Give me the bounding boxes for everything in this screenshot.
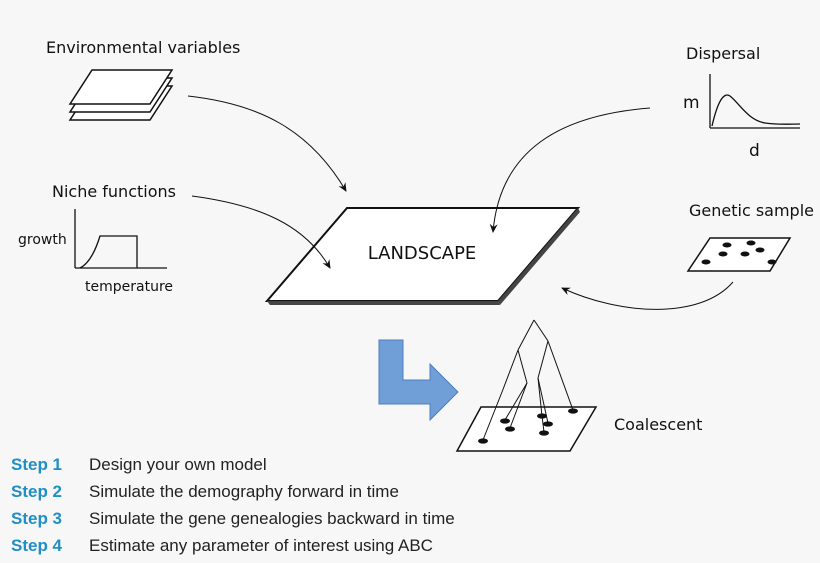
step-description: Simulate the gene genealogies backward i… bbox=[89, 508, 455, 528]
coalescent-plane bbox=[455, 406, 598, 452]
step-number: Step 2 bbox=[11, 481, 63, 501]
genetic-arrow bbox=[561, 281, 734, 310]
m-label: m bbox=[683, 93, 700, 113]
step-row-3: Step 3 Simulate the gene genealogies bac… bbox=[11, 505, 455, 532]
landscape-plane bbox=[264, 207, 581, 305]
landscape-label: LANDSCAPE bbox=[368, 243, 477, 264]
genetic-sample-plane bbox=[686, 237, 792, 272]
step-number: Step 4 bbox=[11, 535, 63, 555]
step-row-1: Step 1 Design your own model bbox=[11, 451, 455, 478]
coalescent-label: Coalescent bbox=[614, 415, 702, 434]
temperature-label: temperature bbox=[85, 279, 173, 295]
step-number: Step 3 bbox=[11, 508, 63, 528]
niche-arrow bbox=[191, 195, 331, 269]
step-description: Simulate the demography forward in time bbox=[89, 481, 399, 501]
step-row-2: Step 2 Simulate the demography forward i… bbox=[11, 478, 455, 505]
dispersal-plot bbox=[709, 74, 801, 129]
step-row-4: Step 4 Estimate any parameter of interes… bbox=[11, 532, 455, 559]
genetic-label: Genetic sample bbox=[689, 201, 814, 220]
niche-label: Niche functions bbox=[52, 182, 176, 201]
env-arrow bbox=[187, 95, 347, 192]
steps-list: Step 1 Design your own model Step 2 Simu… bbox=[11, 451, 455, 559]
d-label: d bbox=[749, 141, 760, 161]
niche-plot bbox=[74, 209, 167, 269]
env-label: Environmental variables bbox=[46, 38, 240, 57]
coalescent-samples bbox=[478, 408, 578, 444]
step-description: Design your own model bbox=[89, 454, 267, 474]
step-description: Estimate any parameter of interest using… bbox=[89, 535, 433, 555]
layers-icon bbox=[68, 69, 174, 121]
dispersal-arrow bbox=[489, 107, 651, 233]
blue-arrow-icon bbox=[378, 339, 459, 422]
dispersal-label: Dispersal bbox=[686, 44, 760, 63]
growth-label: growth bbox=[18, 232, 67, 248]
step-number: Step 1 bbox=[11, 454, 63, 474]
coalescent-tree bbox=[482, 319, 574, 441]
